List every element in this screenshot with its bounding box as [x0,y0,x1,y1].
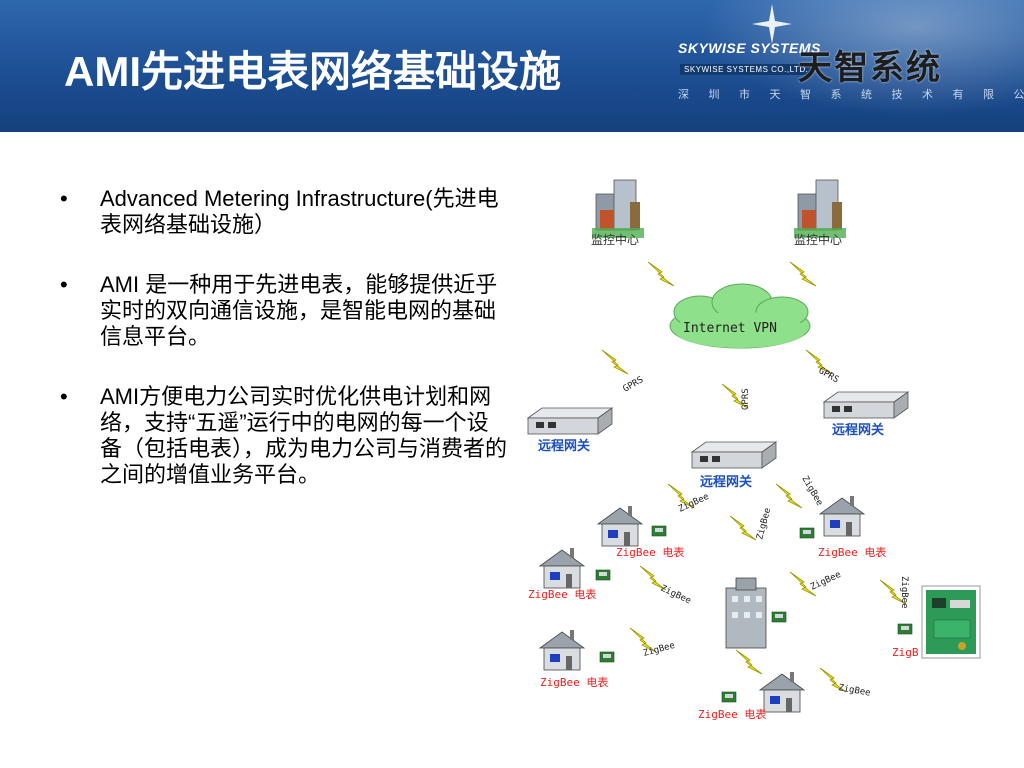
zigbee-label: ZigBee [809,570,843,593]
slide-title: AMI先进电表网络基础设施 [64,48,561,95]
meter-label: ZigBee 电表 [616,545,684,559]
zigbee-label: ZigBee [659,584,693,607]
monitor-center-icon [591,179,645,239]
monitor-center-label: 监控中心 [591,232,639,247]
wireless-link-icon [775,483,803,509]
sparkle-icon [752,4,792,44]
wireless-link-icon [647,261,675,287]
concentrator-building-icon [725,577,767,649]
wireless-link-icon [735,649,763,675]
meter-icon [721,691,737,703]
zigbee-label: ZigBee [837,683,871,698]
meter-icon [897,623,913,635]
apartment-icon [539,629,585,671]
internet-cloud-icon [669,283,811,349]
meter-board-photo [921,585,981,659]
gprs-label: GPRS [622,375,646,395]
logo-company-cn: 深 圳 市 天 智 系 统 技 术 有 限 公 司 [678,88,1024,101]
logo-brand-cn: 天智系统 [798,48,942,88]
meter-label: ZigBee 电表 [528,587,596,601]
bullet-text: AMI 是一种用于先进电表，能够提供近乎实时的双向通信设施，是智能电网的基础信息… [100,272,498,349]
apartment-icon [819,495,865,537]
gateway-icon [691,441,777,469]
gateway-label: 远程网关 [700,474,752,490]
bullet-marker: • [60,186,68,211]
zigbee-label: ZigBee [677,492,711,515]
meter-icon [595,569,611,581]
gprs-label: GPRS [741,388,751,410]
cloud-label: Internet VPN [683,321,777,336]
gateway-icon [823,391,909,419]
title-bar: AMI先进电表网络基础设施 SKYWISE SYSTEMS SKYWISE SY… [0,0,1024,132]
wireless-link-icon [729,515,757,541]
gateway-icon [527,407,613,435]
meter-icon [651,525,667,537]
ami-network-diagram: 监控中心 监控中心 Internet VPN GPRS GPRS GPRS 远程… [527,179,981,721]
gprs-label: GPRS [817,366,841,386]
monitor-center-icon [793,179,847,239]
meter-label: ZigBee 电表 [698,707,766,721]
logo-company-en: SKYWISE SYSTEMS CO.,LTD. [680,64,813,75]
meter-label: ZigB [892,646,919,659]
gateway-label: 远程网关 [538,438,590,454]
bullet-text: Advanced Metering Infrastructure(先进电表网络基… [100,186,499,237]
meter-label: ZigBee 电表 [818,545,886,559]
bullet-text: AMI方便电力公司实时优化供电计划和网络，支持“五遥”运行中的电网的每一个设备（… [100,384,508,487]
meter-icon [599,651,615,663]
bullet-marker: • [60,384,68,409]
zigbee-label: ZigBee [899,576,909,609]
zigbee-label: ZigBee [799,475,824,508]
house-icon [597,505,643,547]
bullet-marker: • [60,272,68,297]
wireless-link-icon [601,349,629,375]
house-icon [759,671,805,713]
logo-brand-en: SKYWISE SYSTEMS [678,40,821,56]
meter-label: ZigBee 电表 [540,675,608,689]
bullet-item: • AMI方便电力公司实时优化供电计划和网络，支持“五遥”运行中的电网的每一个设… [58,384,508,488]
monitor-center-label: 监控中心 [794,232,842,247]
zigbee-label: ZigBee [755,507,773,541]
meter-icon [771,611,787,623]
gateway-label: 远程网关 [832,422,884,438]
bullet-item: • AMI 是一种用于先进电表，能够提供近乎实时的双向通信设施，是智能电网的基础… [58,272,508,350]
house-icon [539,547,585,589]
bullet-item: • Advanced Metering Infrastructure(先进电表网… [58,186,508,238]
bullet-list: • Advanced Metering Infrastructure(先进电表网… [58,186,508,522]
meter-icon [799,527,815,539]
zigbee-label: ZigBee [642,641,676,659]
company-logo: SKYWISE SYSTEMS SKYWISE SYSTEMS CO.,LTD.… [668,40,1024,102]
wireless-link-icon [789,261,817,287]
